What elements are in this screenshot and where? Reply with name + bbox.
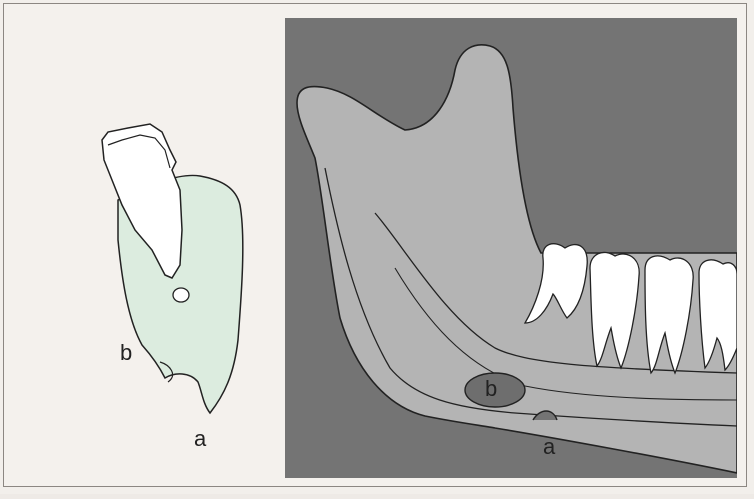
- cross-section-label-a: a: [194, 428, 206, 450]
- lateral-view-label-b: b: [485, 378, 497, 400]
- lateral-view-label-a: a: [543, 436, 555, 458]
- lateral-view-drawing: [285, 18, 737, 478]
- cross-section-figure: b a: [0, 0, 290, 494]
- lateral-view-figure: b a: [285, 18, 737, 478]
- cross-section-drawing: [0, 0, 290, 494]
- cross-section-label-b: b: [120, 342, 132, 364]
- cross-section-canal: [173, 288, 189, 302]
